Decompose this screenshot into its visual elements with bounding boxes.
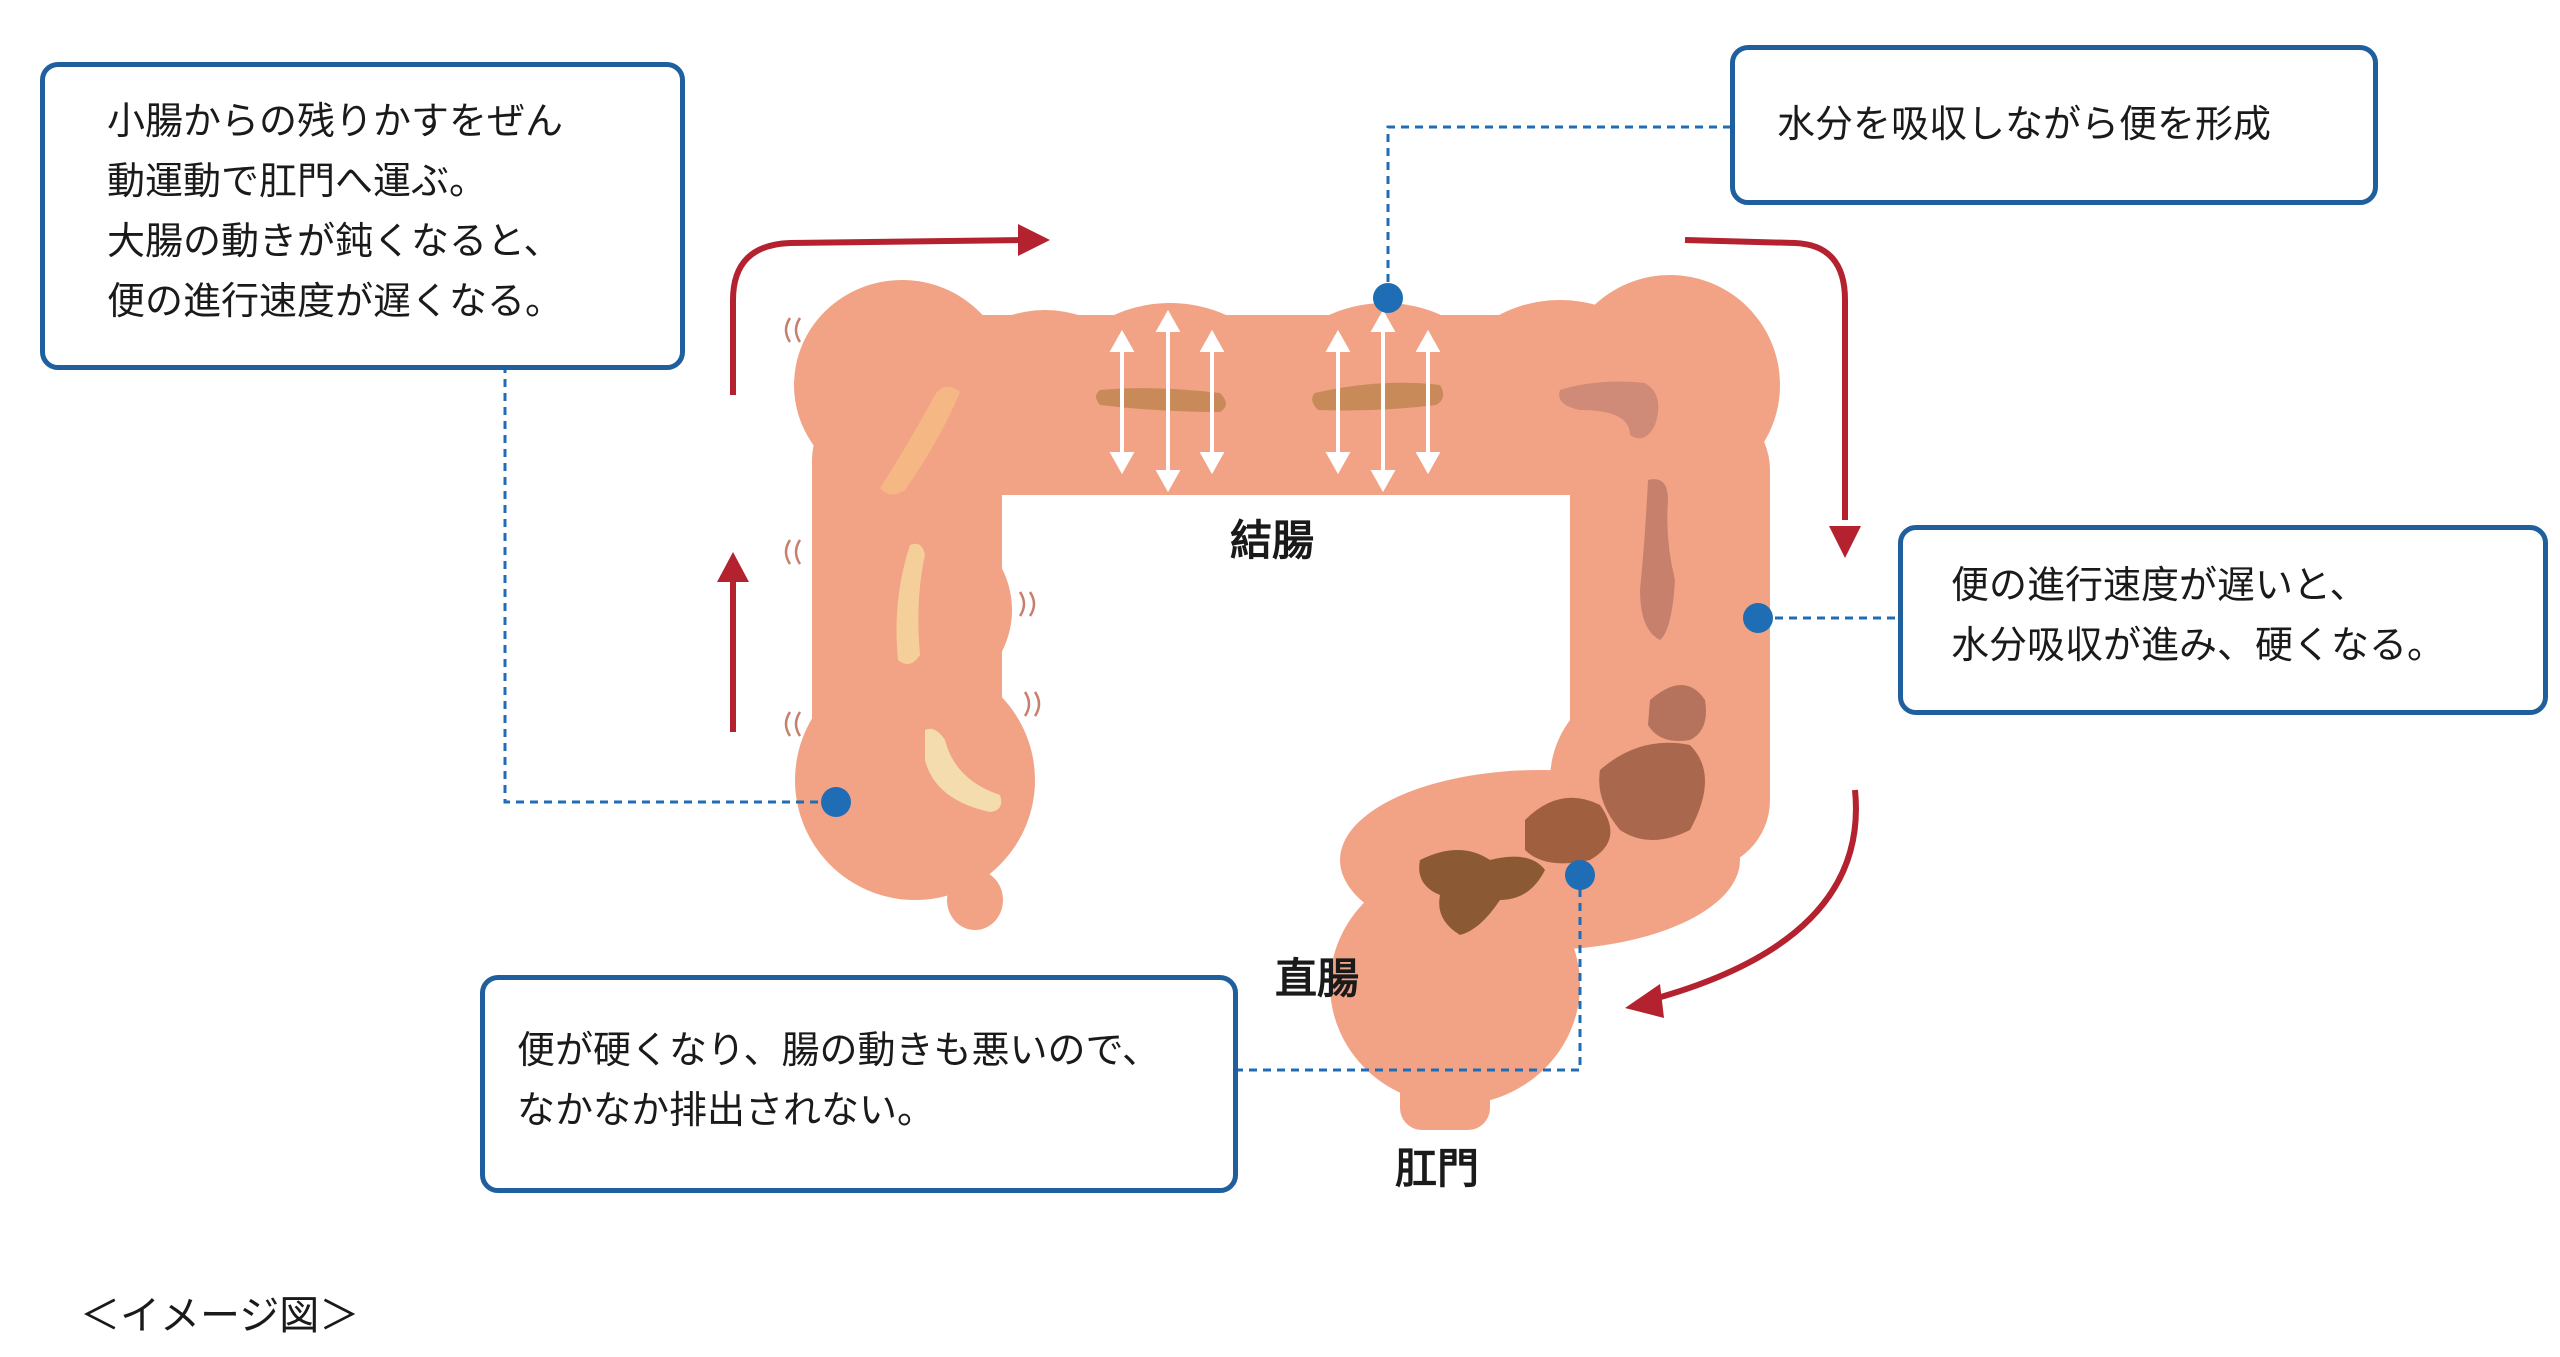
flow-arrows <box>730 237 1859 1003</box>
callout-line: 水分吸収が進み、硬くなる。 <box>1951 623 2446 667</box>
stool-pieces <box>880 381 1706 935</box>
callout-line: 便が硬くなり、腸の動きも悪いので、 <box>517 1028 1160 1072</box>
callout-peristalsis: 小腸からの残りかすをぜん 動運動で肛門へ運ぶ。 大腸の動きが鈍くなると、 便の進… <box>40 62 685 370</box>
callout-hardening: 便の進行速度が遅いと、 水分吸収が進み、硬くなる。 <box>1898 525 2548 715</box>
callout-line: 水分を吸収しながら便を形成 <box>1777 102 2272 146</box>
callout-water-absorption: 水分を吸収しながら便を形成 <box>1730 45 2378 205</box>
callout-line: なかなか排出されない。 <box>517 1088 936 1132</box>
label-anus: 肛門 <box>1395 1144 1480 1193</box>
label-rectum: 直腸 <box>1275 954 1360 1003</box>
callout-line: 小腸からの残りかすをぜん <box>107 99 564 143</box>
motion-marks <box>784 317 1041 737</box>
callout-line: 大腸の動きが鈍くなると、 <box>107 219 562 263</box>
callout-line: 便の進行速度が遅くなる。 <box>107 279 564 323</box>
label-colon: 結腸 <box>1230 516 1315 565</box>
callout-line: 便の進行速度が遅いと、 <box>1951 563 2368 607</box>
leader-lines <box>503 125 1895 1072</box>
contraction-arrows <box>1109 309 1441 493</box>
image-caption: ＜イメージ図＞ <box>80 1293 360 1339</box>
leader-dots <box>821 283 1773 890</box>
callout-hard-to-pass: 便が硬くなり、腸の動きも悪いので、 なかなか排出されない。 <box>480 975 1238 1193</box>
callout-line: 動運動で肛門へ運ぶ。 <box>107 159 488 203</box>
flow-arrow-heads <box>717 224 1861 1018</box>
